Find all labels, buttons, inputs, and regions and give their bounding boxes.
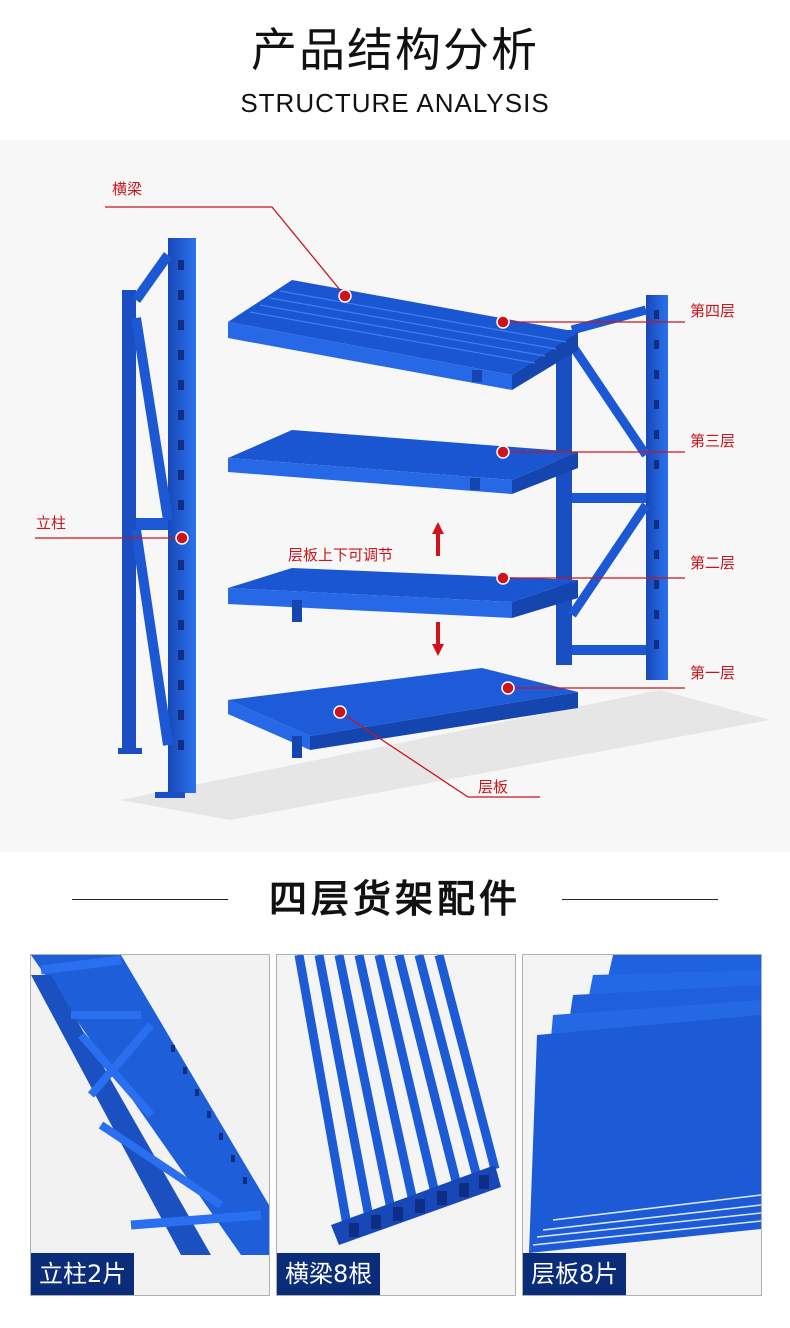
label-panel: 层板 [478, 778, 509, 796]
label-beam: 横梁 [112, 180, 143, 198]
upright-frame-icon [31, 955, 269, 1295]
accessory-caption: 层板8片 [523, 1253, 627, 1295]
section-title: 四层货架配件 [268, 877, 521, 921]
accessory-caption: 横梁8根 [277, 1253, 381, 1295]
adjust-arrows-icon [432, 522, 444, 656]
shelf-level-2 [228, 568, 578, 622]
page-title: 产品结构分析 [251, 23, 539, 77]
accessory-card-upright: 立柱2片 [30, 954, 270, 1296]
floor-shadow [120, 690, 770, 820]
shelf-level-3 [228, 430, 578, 494]
label-upright: 立柱 [36, 514, 67, 532]
shelf-level-4 [228, 280, 578, 390]
divider-right [562, 899, 718, 900]
divider-left [72, 899, 228, 900]
label-level-3: 第三层 [690, 432, 736, 450]
label-level-1: 第一层 [690, 664, 736, 682]
label-level-2: 第二层 [690, 554, 736, 572]
callout-markers [175, 289, 515, 719]
label-adjustable: 层板上下可调节 [288, 546, 394, 564]
accessory-card-beam: 横梁8根 [276, 954, 516, 1296]
left-upright-frame [118, 238, 196, 798]
panel-stack-icon [523, 955, 761, 1295]
accessory-caption: 立柱2片 [31, 1253, 135, 1295]
label-level-4: 第四层 [690, 302, 736, 320]
callout-lines [35, 206, 685, 798]
accessory-card-panel: 层板8片 [522, 954, 762, 1296]
shelf-illustration [35, 206, 770, 820]
beam-bundle-icon [277, 955, 515, 1295]
page-subtitle: STRUCTURE ANALYSIS [240, 88, 550, 118]
shelf-level-1 [228, 668, 578, 758]
structure-diagram: 横梁 第四层 第三层 立柱 层板上下可调节 第二层 第一层 层板 [0, 140, 790, 852]
